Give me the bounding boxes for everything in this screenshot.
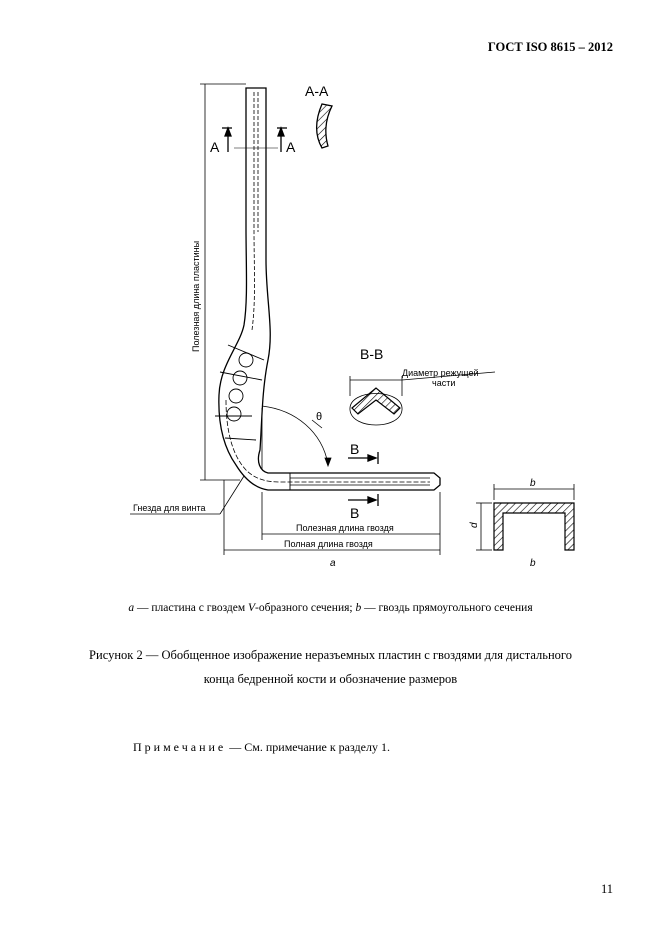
page-number: 11 xyxy=(600,882,613,896)
cut-b-top-label: В xyxy=(350,441,359,457)
legend-b-text: — гвоздь прямоугольного сечения xyxy=(361,602,533,614)
figure-legend: а — пластина с гвоздем V-образного сечен… xyxy=(0,602,661,614)
plate-outline xyxy=(218,87,441,491)
nail-full-length-label: Полная длина гвоздя xyxy=(284,539,373,549)
legend-a-key: а xyxy=(128,602,135,614)
plate-useful-length-label: Полезная длина пластины xyxy=(191,241,201,352)
cut-a-right-label: А xyxy=(286,139,296,155)
section-aa-title: А-А xyxy=(305,83,329,99)
screw-slots xyxy=(215,344,265,441)
nail-useful-length-label: Полезная длина гвоздя xyxy=(296,523,394,533)
figure-caption-line-2: конца бедренной кости и обозначение разм… xyxy=(203,672,458,686)
document-header: ГОСТ ISO 8615 – 2012 xyxy=(487,40,613,54)
cutting-diameter-dimension xyxy=(349,371,496,396)
note-label: Примечание xyxy=(133,740,227,754)
legend-a-text2: -образного сечения; xyxy=(255,602,356,614)
cutting-diameter-label-2: части xyxy=(432,378,455,388)
section-bb-title: В-В xyxy=(360,346,383,362)
section-bb-diameter-circle xyxy=(349,393,403,426)
section-aa-shape xyxy=(316,103,333,149)
legend-b-key: b xyxy=(355,602,362,614)
cutting-diameter-label-1: Диаметр режущей xyxy=(402,368,479,378)
note-text: — См. примечание к разделу 1. xyxy=(226,740,390,754)
cut-b-bottom-label: В xyxy=(350,505,359,521)
figure-caption-line-1: Рисунок 2 — Обобщенное изображение нераз… xyxy=(89,648,572,662)
rect-section-shape xyxy=(493,502,575,551)
theta-label: θ xyxy=(316,411,322,423)
legend-a-v: V xyxy=(248,602,256,614)
section-a-cut-marks xyxy=(222,126,287,152)
figure-b-label: b xyxy=(530,558,536,569)
nail-length-dimensions xyxy=(223,480,441,555)
section-b-cut-marks xyxy=(348,452,379,506)
cut-a-left-label: А xyxy=(210,139,220,155)
figure-a-label: а xyxy=(330,558,336,569)
theta-angle xyxy=(261,405,332,470)
legend-a-text: — пластина с гвоздем xyxy=(134,602,249,614)
rect-section-dimensions xyxy=(476,484,575,551)
screw-slots-label: Гнезда для винта xyxy=(133,503,206,513)
section-bb-shape xyxy=(351,387,401,415)
width-b-label: b xyxy=(530,478,536,489)
note: Примечание — См. примечание к разделу 1. xyxy=(133,740,390,755)
depth-d-label: d xyxy=(469,522,480,528)
plate-length-dimension xyxy=(200,83,246,481)
technical-drawing: А А А-А Полезная длина пластины θ В В В-… xyxy=(130,83,575,569)
